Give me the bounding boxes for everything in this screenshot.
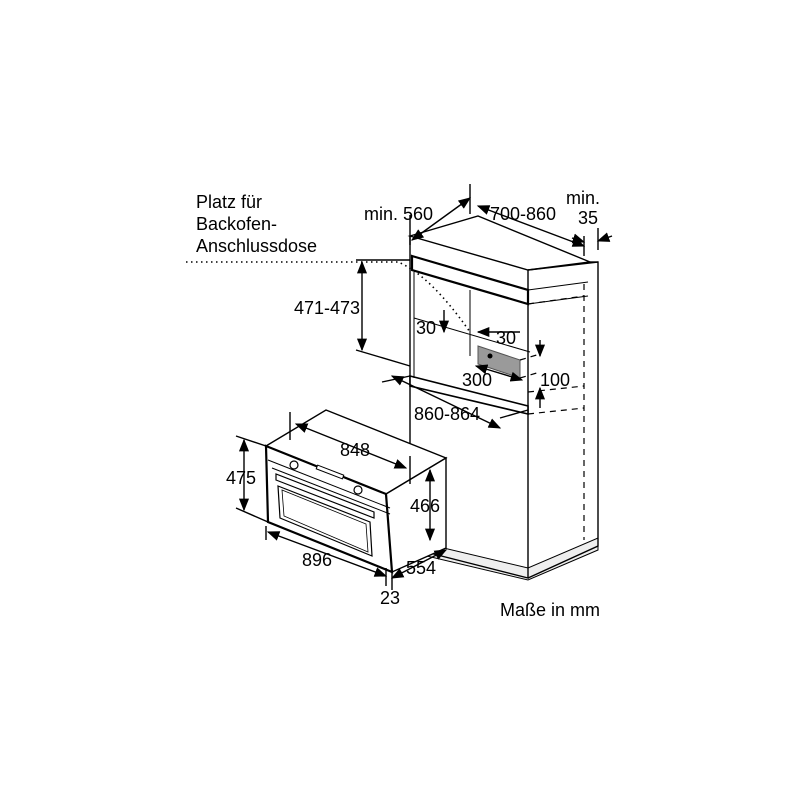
- cabinet-inner-height-label: 860-864: [414, 404, 480, 424]
- oven-dimensions: [235, 412, 448, 590]
- oven-total-height-label: 475: [226, 468, 256, 488]
- oven-door-handle: [275, 473, 375, 519]
- rear-gap-value-label: 35: [578, 208, 598, 228]
- niche-depth-label: 700-860: [490, 204, 556, 224]
- oven-total-width-label: 896: [302, 550, 332, 570]
- cabinet-dimensions: [355, 184, 613, 429]
- socket-height-label: 100: [540, 370, 570, 390]
- niche-height-label: 471-473: [294, 298, 360, 318]
- socket-note-line1: Platz für: [196, 192, 262, 212]
- socket-width-label: 300: [462, 370, 492, 390]
- cabinet-top: [407, 215, 593, 271]
- oven-body-height-label: 466: [410, 496, 440, 516]
- front-thickness-label: 23: [380, 588, 400, 608]
- left-clearance-label: 30: [416, 318, 436, 338]
- units-note: Maße in mm: [500, 600, 600, 620]
- oven-front-width-label: 848: [340, 440, 370, 460]
- niche-width-min-label: min. 560: [364, 204, 433, 224]
- rear-gap-min-label: min.: [566, 188, 600, 208]
- right-clearance-label: 30: [496, 328, 516, 348]
- oven-depth-label: 554: [406, 558, 436, 578]
- socket-note-line2: Backofen-: [196, 214, 277, 234]
- labels: Platz für Backofen- Anschlussdose min. 5…: [196, 188, 600, 620]
- socket-note-line3: Anschlussdose: [196, 236, 317, 256]
- oven: [264, 409, 448, 574]
